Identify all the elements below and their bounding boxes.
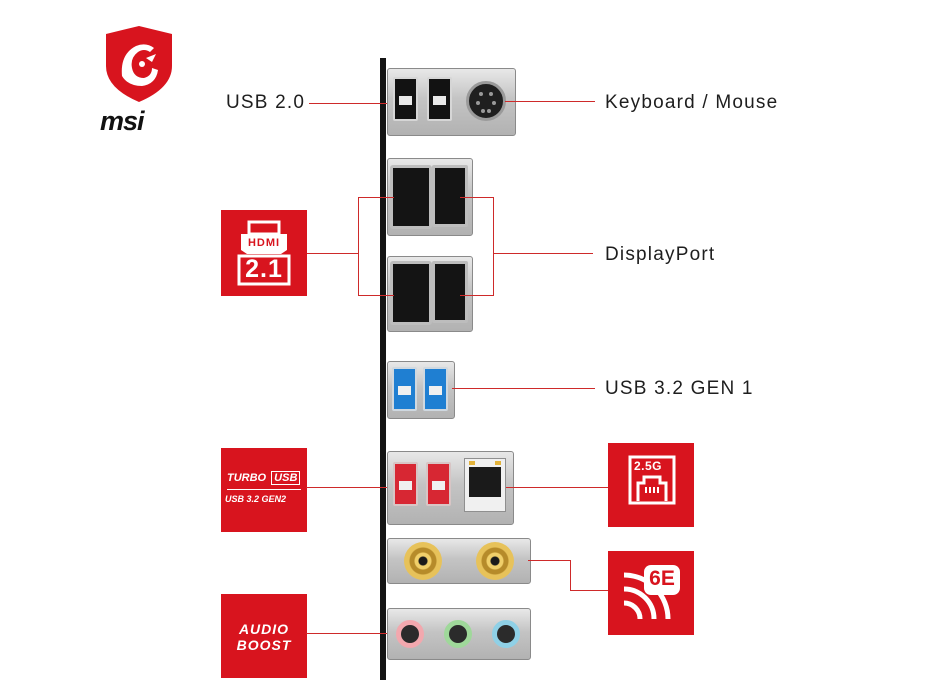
connector-line-audio	[306, 633, 404, 634]
connector-line-keyboard-mouse	[505, 101, 595, 102]
usb3-gen2-lan-port-block	[387, 451, 514, 525]
io-shield-edge	[380, 58, 386, 680]
usb-text: USB	[271, 471, 301, 485]
hdmi-bracket	[358, 197, 359, 295]
usb3-gen2-port	[426, 462, 451, 506]
audio-jack-green	[444, 620, 472, 648]
hdmi-badge-version-text: 2.1	[245, 255, 283, 283]
hdmi-dp-port-block-top	[387, 158, 473, 236]
usb2-ps2-port-block	[387, 68, 516, 136]
connector-line-usb3-gen1	[452, 388, 595, 389]
hdmi-2-1-badge: HDMI 2.1	[221, 210, 307, 296]
label-keyboard-mouse: Keyboard / Mouse	[605, 92, 779, 113]
hdmi-port	[390, 261, 432, 325]
brand-name: msi	[100, 106, 145, 136]
hdmi-badge-top-text: HDMI	[247, 237, 281, 249]
label-usb-2-0: USB 2.0	[226, 92, 306, 113]
turbo-usb-badge: TURBO USB USB 3.2 GEN2	[221, 448, 307, 532]
audio-jack-blue	[492, 620, 520, 648]
hdmi-port	[390, 165, 432, 229]
usb2-port	[427, 77, 452, 121]
wifi-version-text: 6E	[649, 567, 675, 590]
msi-logo: msi	[98, 24, 178, 136]
usb3-gen1-port-block	[387, 361, 455, 419]
displayport-port	[432, 261, 468, 323]
usb-gen2-text: USB 3.2 GEN2	[225, 494, 287, 504]
wifi-signal-icon	[623, 565, 680, 620]
usb3-gen2-port	[393, 462, 418, 506]
dragon-shield-icon	[106, 26, 172, 102]
lan-2-5g-badge: 2.5G	[608, 443, 694, 527]
boost-text: BOOST	[236, 637, 292, 653]
audio-jack-block	[387, 608, 531, 660]
wifi-antenna-block	[387, 538, 531, 584]
displayport-port	[432, 165, 468, 227]
usb2-port	[393, 77, 418, 121]
label-displayport: DisplayPort	[605, 244, 716, 265]
hdmi-connector-icon	[237, 220, 291, 286]
usb3-gen1-port	[392, 367, 417, 411]
wifi-antenna-connector	[404, 542, 442, 580]
audio-jack-pink	[396, 620, 424, 648]
label-usb-3-2-gen-1: USB 3.2 GEN 1	[605, 378, 754, 399]
connector-line-lan	[506, 487, 608, 488]
hdmi-dp-port-block-bottom	[387, 256, 473, 332]
displayport-bracket	[493, 197, 494, 295]
connector-line-usb3-gen2	[306, 487, 388, 488]
wifi-antenna-connector	[476, 542, 514, 580]
audio-boost-badge: AUDIO BOOST	[221, 594, 307, 678]
turbo-text: TURBO	[227, 472, 267, 484]
audio-text: AUDIO	[238, 621, 290, 637]
lan-speed-text: 2.5G	[634, 459, 663, 473]
ps2-port	[466, 81, 506, 121]
lan-port	[464, 458, 506, 512]
ethernet-port-icon	[628, 455, 676, 505]
usb3-gen1-port	[423, 367, 448, 411]
wifi-6e-badge: 6E	[608, 551, 694, 635]
connector-line-usb2	[309, 103, 387, 104]
